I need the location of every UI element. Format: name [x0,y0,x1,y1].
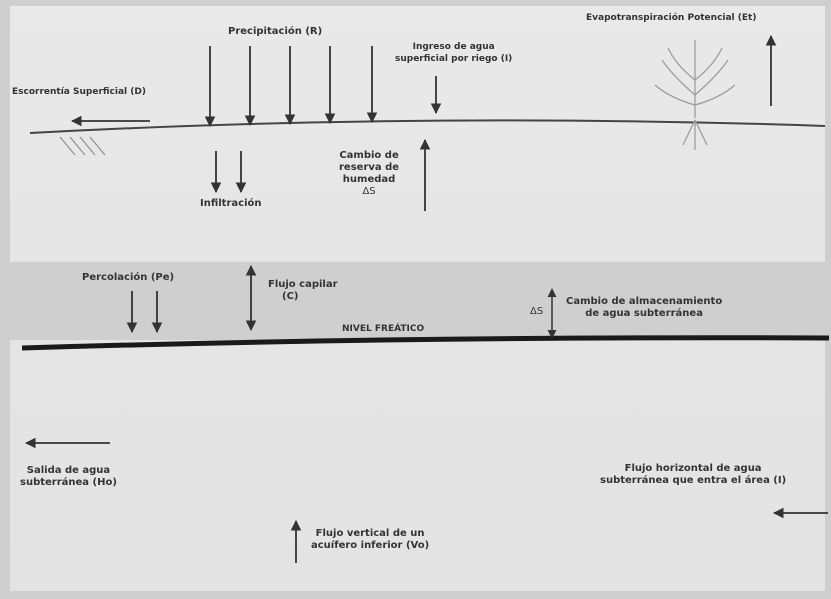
precipitation-arrows [204,46,378,128]
ground-surface-line [29,119,826,134]
runoff-label: Escorrentía Superficial (D) [12,87,146,97]
vertical-aquifer-label: Flujo vertical de un acuífero inferior (… [311,528,430,551]
infiltration-label: Infiltración [200,198,262,209]
capillary-flow-label: Flujo capilar (C) [268,279,338,302]
ground-hatch [59,136,106,156]
water-table-label: NIVEL FREÁTICO [342,324,425,334]
groundwater-inflow-label: Flujo horizontal de agua subterránea que… [600,463,787,486]
irrigation-label: Ingreso de agua superficial por riego (I… [395,42,513,64]
water-table-line [21,335,830,351]
percolation-label: Percolación (Pe) [82,272,175,283]
precipitation-label: Precipitación (R) [228,26,323,37]
infiltration-arrows [210,151,247,194]
groundwater-outflow-label: Salida de agua subterránea (Ho) [20,465,117,488]
groundwater-storage-label: Cambio de almacenamiento de agua subterr… [566,296,723,319]
delta-s-label: ΔS [530,306,544,317]
capillary-zone-band [10,262,825,340]
percolation-arrows [126,291,163,334]
evapotranspiration-label: Evapotranspiración Potencial (Et) [586,13,757,23]
moisture-storage-label: Cambio de reserva de humedad ΔS [339,150,400,197]
plant-icon [654,40,736,150]
